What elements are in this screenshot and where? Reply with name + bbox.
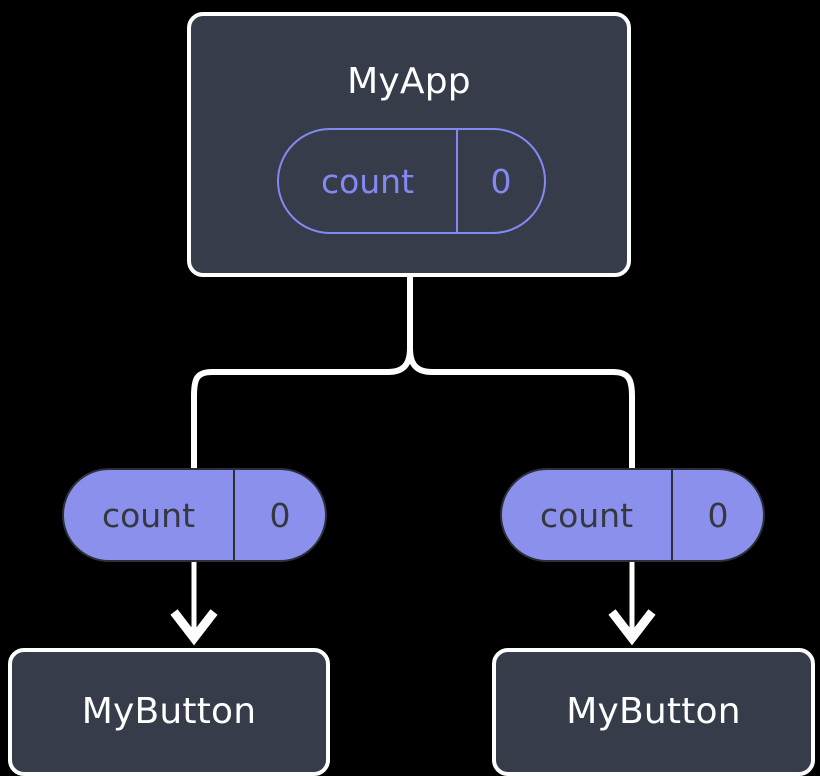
- component-label-mybutton-right: MyButton: [566, 691, 741, 732]
- component-node-mybutton-left[interactable]: MyButton: [8, 648, 330, 776]
- state-pill-value: 0: [456, 130, 544, 232]
- edge-root-to-left-prop: [191, 274, 413, 473]
- prop-pill-value: 0: [671, 470, 763, 560]
- prop-pill-left-count[interactable]: count 0: [62, 468, 327, 562]
- prop-pill-name: count: [539, 495, 634, 535]
- state-pill-myapp-count[interactable]: count 0: [277, 128, 546, 234]
- component-label-mybutton-left: MyButton: [81, 691, 257, 732]
- state-pill-name: count: [320, 161, 415, 201]
- component-node-mybutton-right[interactable]: MyButton: [492, 648, 815, 776]
- arrow-head-left: [170, 609, 218, 646]
- arrow-head-right: [608, 609, 656, 646]
- prop-pill-name: count: [101, 495, 196, 535]
- prop-pill-right-count[interactable]: count 0: [500, 468, 765, 562]
- component-label-myapp: MyApp: [347, 61, 471, 102]
- prop-pill-value: 0: [233, 470, 325, 560]
- edge-root-to-right-prop: [407, 345, 635, 473]
